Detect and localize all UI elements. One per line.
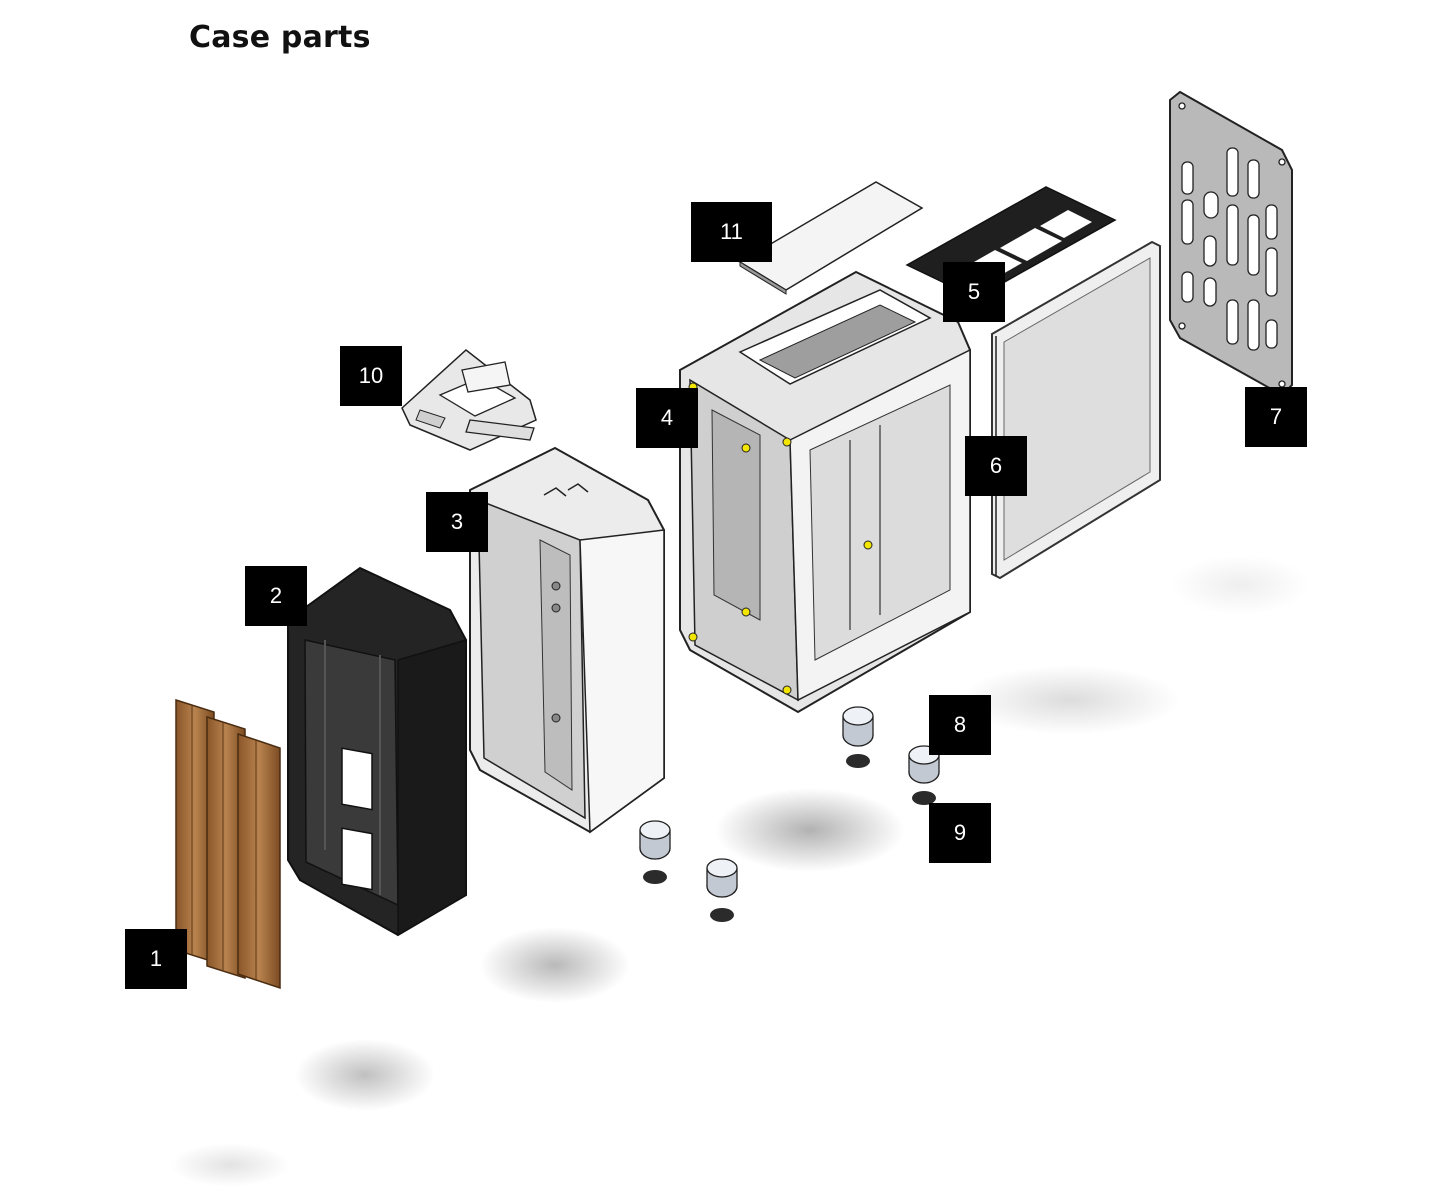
callout-11: 11 <box>691 202 772 262</box>
callout-9: 9 <box>929 803 991 863</box>
foot-d <box>706 858 738 922</box>
callout-5: 5 <box>943 262 1005 322</box>
callout-6: 6 <box>965 436 1027 496</box>
part-11-cover-strip <box>738 181 924 295</box>
callout-1: 1 <box>125 929 187 989</box>
callout-8: 8 <box>929 695 991 755</box>
foot-a <box>842 706 874 768</box>
part-1-wood-slats <box>175 698 281 990</box>
callout-7: 7 <box>1245 387 1307 447</box>
part-8-9-feet-and-pads <box>639 706 940 922</box>
part-6-clear-panel <box>991 240 1161 580</box>
callout-2: 2 <box>245 566 307 626</box>
shadows <box>170 555 1310 1187</box>
part-3-grey-shell <box>469 446 665 834</box>
foot-b <box>908 745 940 805</box>
callout-10: 10 <box>340 346 402 406</box>
part-10-clip <box>401 349 537 451</box>
callout-4: 4 <box>636 388 698 448</box>
callout-3: 3 <box>426 492 488 552</box>
part-4-inner-chassis <box>679 270 971 714</box>
foot-c <box>639 820 671 884</box>
part-2-black-frame <box>287 566 467 937</box>
page-title: Case parts <box>189 20 371 55</box>
part-7-back-plate <box>1169 90 1293 397</box>
